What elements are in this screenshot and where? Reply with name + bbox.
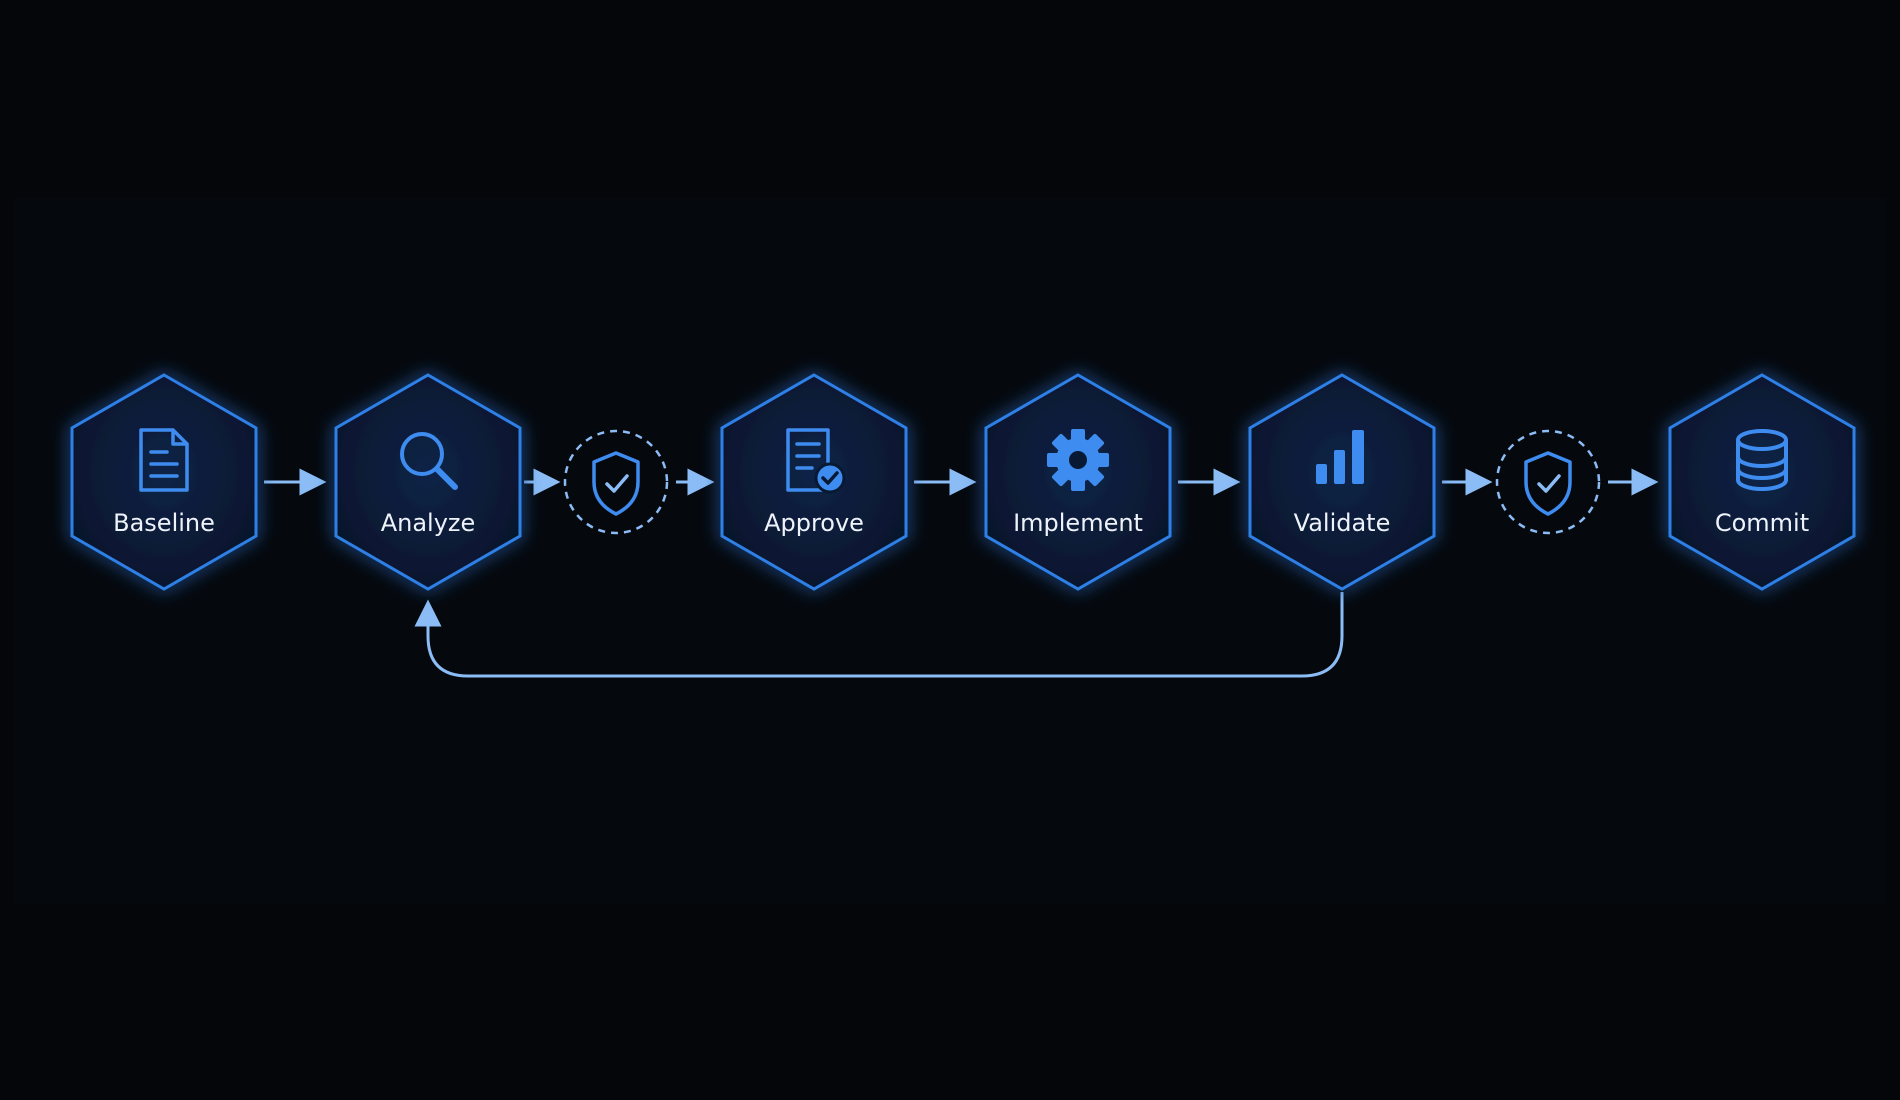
gear-icon	[1047, 429, 1109, 491]
bar-chart-icon	[1316, 430, 1364, 484]
gate-after-validate[interactable]	[1495, 429, 1601, 535]
node-commit[interactable]: Commit	[1668, 373, 1856, 591]
search-icon	[400, 432, 458, 490]
node-label: Commit	[1715, 509, 1809, 537]
document-icon	[139, 428, 189, 492]
gate-after-analyze[interactable]	[563, 429, 669, 535]
node-label: Approve	[764, 509, 864, 537]
node-label: Baseline	[113, 509, 215, 537]
shield-check-icon	[1524, 451, 1572, 516]
gates	[563, 429, 1601, 535]
node-label: Validate	[1294, 509, 1391, 537]
feedback-loop-arrow	[414, 592, 1344, 678]
connectors	[264, 468, 1659, 678]
nodes: Baseline Analyze Approve	[70, 373, 1856, 591]
node-validate[interactable]: Validate	[1248, 373, 1436, 591]
document-check-icon	[786, 428, 846, 494]
node-label: Implement	[1013, 509, 1143, 537]
diagram-panel	[14, 198, 1886, 904]
node-approve[interactable]: Approve	[720, 373, 908, 591]
node-implement[interactable]: Implement	[984, 373, 1172, 591]
node-baseline[interactable]: Baseline	[70, 373, 258, 591]
shield-check-icon	[592, 451, 640, 516]
node-analyze[interactable]: Analyze	[334, 373, 522, 591]
node-label: Analyze	[381, 509, 476, 537]
database-icon	[1736, 429, 1788, 491]
